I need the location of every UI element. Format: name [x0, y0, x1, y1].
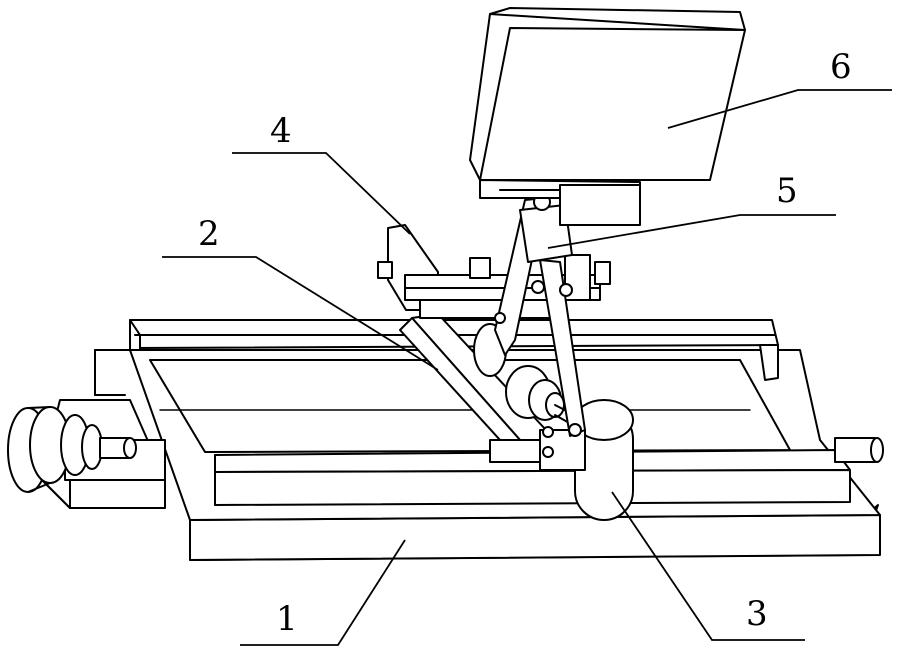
leader-4 — [232, 153, 410, 234]
label-part-3: 3 — [746, 594, 768, 634]
clamp-slide — [378, 225, 610, 318]
label-part-1: 1 — [276, 599, 298, 639]
label-part-6: 6 — [830, 47, 852, 87]
label-part-2: 2 — [198, 214, 220, 254]
shaft-end — [835, 438, 883, 462]
label-part-4: 4 — [270, 111, 292, 151]
label-part-5: 5 — [776, 171, 798, 211]
motor-assembly — [8, 400, 165, 508]
top-panel — [470, 8, 745, 225]
